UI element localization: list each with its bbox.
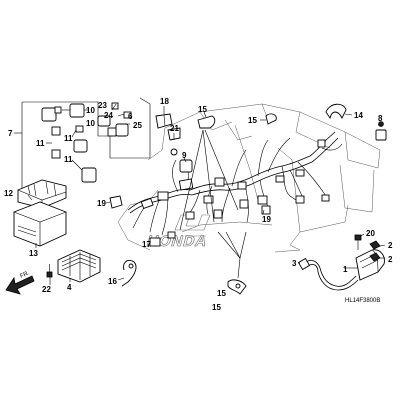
main-wire-harness xyxy=(127,131,343,236)
callout-19-left: 19 xyxy=(97,199,106,208)
clamp-15-right xyxy=(265,113,277,125)
callout-19-right: 19 xyxy=(262,215,271,224)
clamp-18 xyxy=(155,113,173,129)
callout-11-bottom: 11 xyxy=(64,155,73,164)
callout-7: 7 xyxy=(8,129,13,138)
callout-11-left: 11 xyxy=(36,139,45,148)
callout-15-top: 15 xyxy=(198,105,207,114)
callout-18: 18 xyxy=(160,97,169,106)
harness-connectors xyxy=(140,139,330,239)
watermark-text: HONDA xyxy=(145,233,209,250)
callout-labels: 7 10 10 11 11 11 12 13 4 22 16 23 24 6 2… xyxy=(4,97,393,312)
part-19-right xyxy=(261,205,271,215)
starter-cable-3 xyxy=(297,257,359,291)
front-direction-arrow xyxy=(5,275,35,295)
nut-2-top xyxy=(369,240,381,250)
callout-25: 25 xyxy=(133,121,142,130)
callout-17: 17 xyxy=(142,240,151,249)
callout-15-bottom: 15 xyxy=(217,289,226,298)
clamp-14 xyxy=(325,103,347,120)
regulator-4 xyxy=(57,249,101,283)
part-17 xyxy=(149,237,161,247)
starter-relay-1 xyxy=(355,249,385,281)
honda-watermark: HONDA xyxy=(145,214,211,250)
callout-4: 4 xyxy=(67,283,72,292)
callout-15-right: 15 xyxy=(248,116,257,125)
callout-2-bottom: 2 xyxy=(388,255,393,264)
callout-9: 9 xyxy=(182,151,187,160)
callout-10-middle: 10 xyxy=(86,119,95,128)
callout-11-middle: 11 xyxy=(64,134,73,143)
leader-lines xyxy=(14,103,386,285)
vehicle-frame-outline xyxy=(117,103,381,253)
callout-24: 24 xyxy=(104,111,113,120)
control-unit-13 xyxy=(13,201,67,247)
ground-clamp-15-bottom xyxy=(227,279,247,295)
callout-8: 8 xyxy=(378,114,383,123)
callout-23: 23 xyxy=(98,101,107,110)
bolt-22 xyxy=(46,264,53,278)
callout-2-top: 2 xyxy=(388,241,393,250)
callout-6: 6 xyxy=(128,112,133,121)
callout-16: 16 xyxy=(108,277,117,286)
front-arrow-label: FR. xyxy=(19,270,31,280)
callout-21: 21 xyxy=(170,124,179,133)
diagram-code: HL14F3800B xyxy=(345,298,380,304)
part-9 xyxy=(179,159,193,173)
bolt-20 xyxy=(354,234,362,250)
callout-14: 14 xyxy=(354,111,363,120)
callout-3: 3 xyxy=(292,259,297,268)
part-8 xyxy=(375,121,387,141)
relay-parts xyxy=(41,102,132,183)
callout-20: 20 xyxy=(366,229,375,238)
clamp-16 xyxy=(121,259,137,287)
callout-22: 22 xyxy=(42,285,51,294)
clamp-15-top xyxy=(197,115,216,129)
callout-10-top: 10 xyxy=(86,106,95,115)
callout-15-lower: 15 xyxy=(212,303,221,312)
callout-1: 1 xyxy=(343,265,348,274)
part-19-left xyxy=(109,195,123,209)
callout-13: 13 xyxy=(29,249,38,258)
callout-12: 12 xyxy=(4,189,13,198)
